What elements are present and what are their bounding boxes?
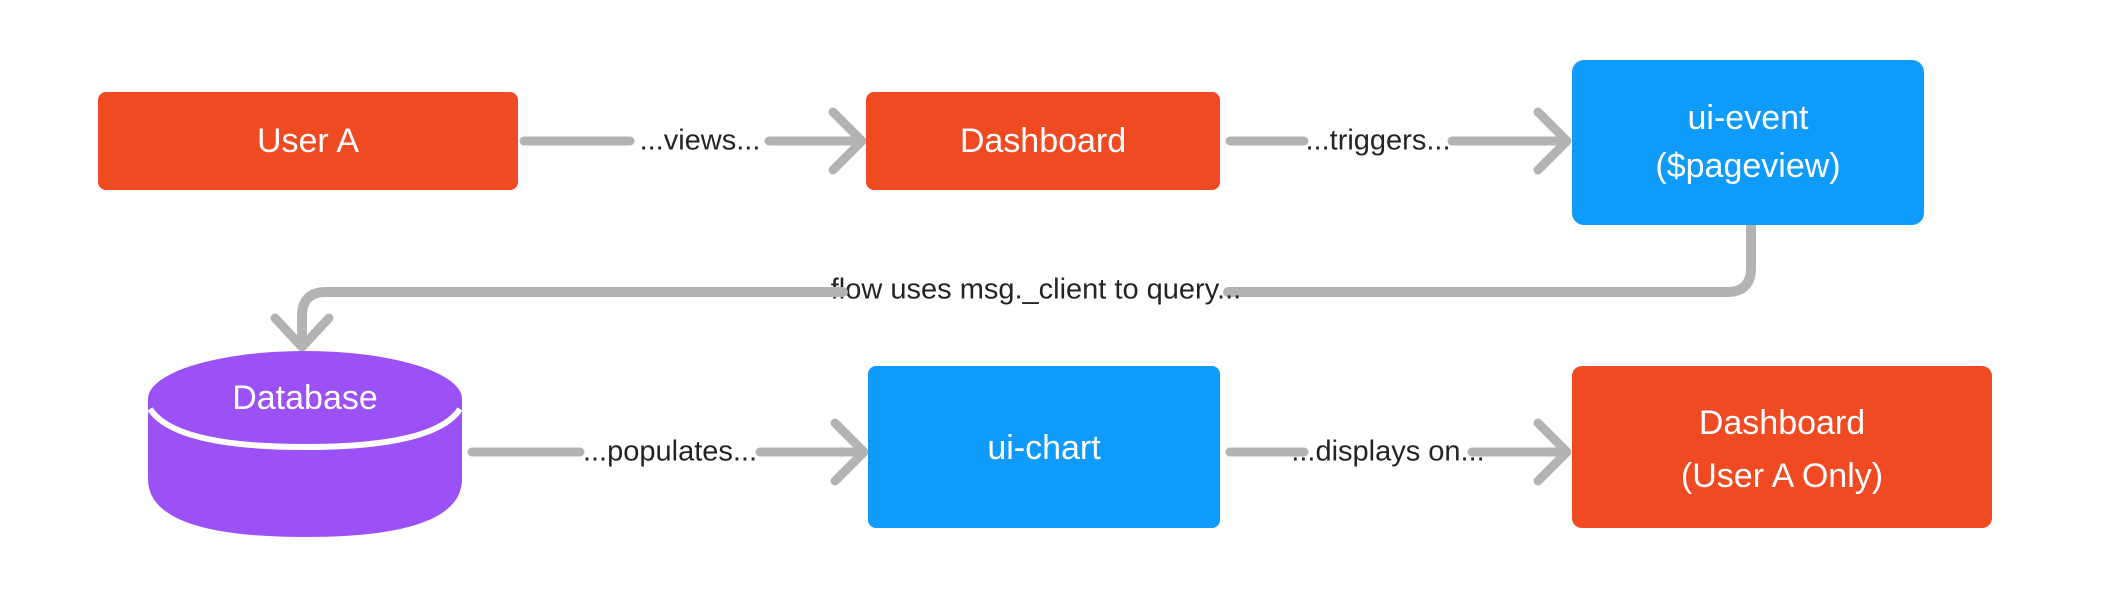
node-ui-chart[interactable]: ui-chart xyxy=(868,366,1220,528)
edge-triggers-label: ...triggers... xyxy=(1305,125,1450,157)
edge-displays: ...displays on... xyxy=(1225,418,1572,486)
node-ui-chart-label: ui-chart xyxy=(987,429,1101,467)
edge-displays-arrowhead xyxy=(1533,418,1572,486)
node-ui-event[interactable]: ui-event ($pageview) xyxy=(1572,60,1924,225)
node-database-label: Database xyxy=(232,379,378,417)
node-dashboard-top-shape[interactable] xyxy=(866,92,1220,190)
edge-views-arrowhead xyxy=(828,107,867,175)
node-user-a[interactable]: User A xyxy=(98,92,518,190)
node-ui-event-label-line1: ui-event xyxy=(1688,99,1810,137)
edge-triggers-arrowhead xyxy=(1533,107,1572,175)
edge-query-arrowhead xyxy=(270,313,334,352)
edge-populates-arrowhead xyxy=(830,418,869,486)
node-database[interactable]: Database xyxy=(147,351,463,537)
edge-populates: ...populates... xyxy=(467,418,869,486)
edge-query-label: flow uses msg._client to query... xyxy=(831,274,1241,306)
node-ui-event-label-line2: ($pageview) xyxy=(1655,147,1840,185)
node-user-a-label: User A xyxy=(257,122,359,160)
edge-query-path-right xyxy=(1223,221,1756,297)
edge-displays-label: ...displays on... xyxy=(1291,436,1484,468)
node-dashboard-top-label: Dashboard xyxy=(960,122,1126,160)
edge-query-path-left xyxy=(297,287,848,345)
node-ui-event-shape[interactable] xyxy=(1572,60,1924,225)
edge-views-label: ...views... xyxy=(640,125,761,157)
edge-views: ...views... xyxy=(519,107,867,175)
edge-populates-label: ...populates... xyxy=(583,436,757,468)
node-dashboard-user-a[interactable]: Dashboard (User A Only) xyxy=(1572,366,1992,528)
node-dashboard-user-a-shape[interactable] xyxy=(1572,366,1992,528)
edge-query: flow uses msg._client to query... xyxy=(270,221,1756,352)
node-dashboard-top[interactable]: Dashboard xyxy=(866,92,1220,190)
node-database-cylinder-seam xyxy=(147,407,463,451)
node-dashboard-user-a-label-line1: Dashboard xyxy=(1699,404,1865,442)
node-dashboard-user-a-label-line2: (User A Only) xyxy=(1681,457,1883,495)
edge-triggers: ...triggers... xyxy=(1225,107,1572,175)
node-database-cylinder-top[interactable] xyxy=(148,351,462,447)
node-user-a-shape[interactable] xyxy=(98,92,518,190)
node-ui-chart-shape[interactable] xyxy=(868,366,1220,528)
